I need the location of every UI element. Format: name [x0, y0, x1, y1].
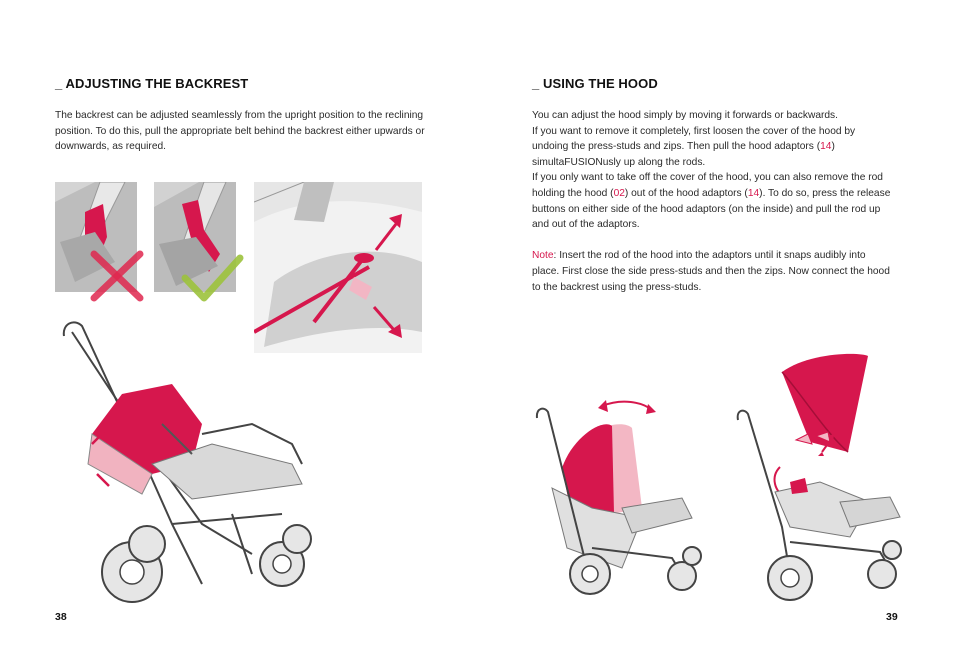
note-label: Note: [532, 250, 554, 262]
hood-paragraph-3: If you only want to take off the cover o…: [532, 172, 891, 231]
hood-paragraph-2: If you want to remove it completely, fir…: [532, 125, 856, 168]
backrest-heading: _ ADJUSTING THE BACKREST: [55, 76, 249, 91]
stroller-backrest-illustration: [52, 314, 312, 610]
hood-heading: _ USING THE HOOD: [532, 76, 658, 91]
belt-photo-wrong: [55, 182, 137, 292]
backrest-body: The backrest can be adjusted seamlessly …: [55, 110, 425, 153]
check-icon: [180, 252, 246, 304]
hood-note: Note: Insert the rod of the hood into th…: [532, 250, 890, 293]
hood-paragraph-1: You can adjust the hood simply by moving…: [532, 110, 838, 121]
stroller-hood-adjust-illustration: [532, 398, 702, 604]
hood-body: You can adjust the hood simply by moving…: [532, 108, 892, 295]
cross-icon: [88, 248, 146, 304]
ref-hood-adaptors-2: 14: [747, 187, 760, 199]
ref-hood-adaptors: 14: [820, 141, 832, 153]
page-number-right: 39: [886, 611, 898, 623]
belt-detail-photo: [254, 182, 422, 353]
ref-hood-rod: 02: [613, 187, 625, 199]
stroller-hood-remove-illustration: [730, 352, 908, 604]
page-number-left: 38: [55, 611, 67, 623]
